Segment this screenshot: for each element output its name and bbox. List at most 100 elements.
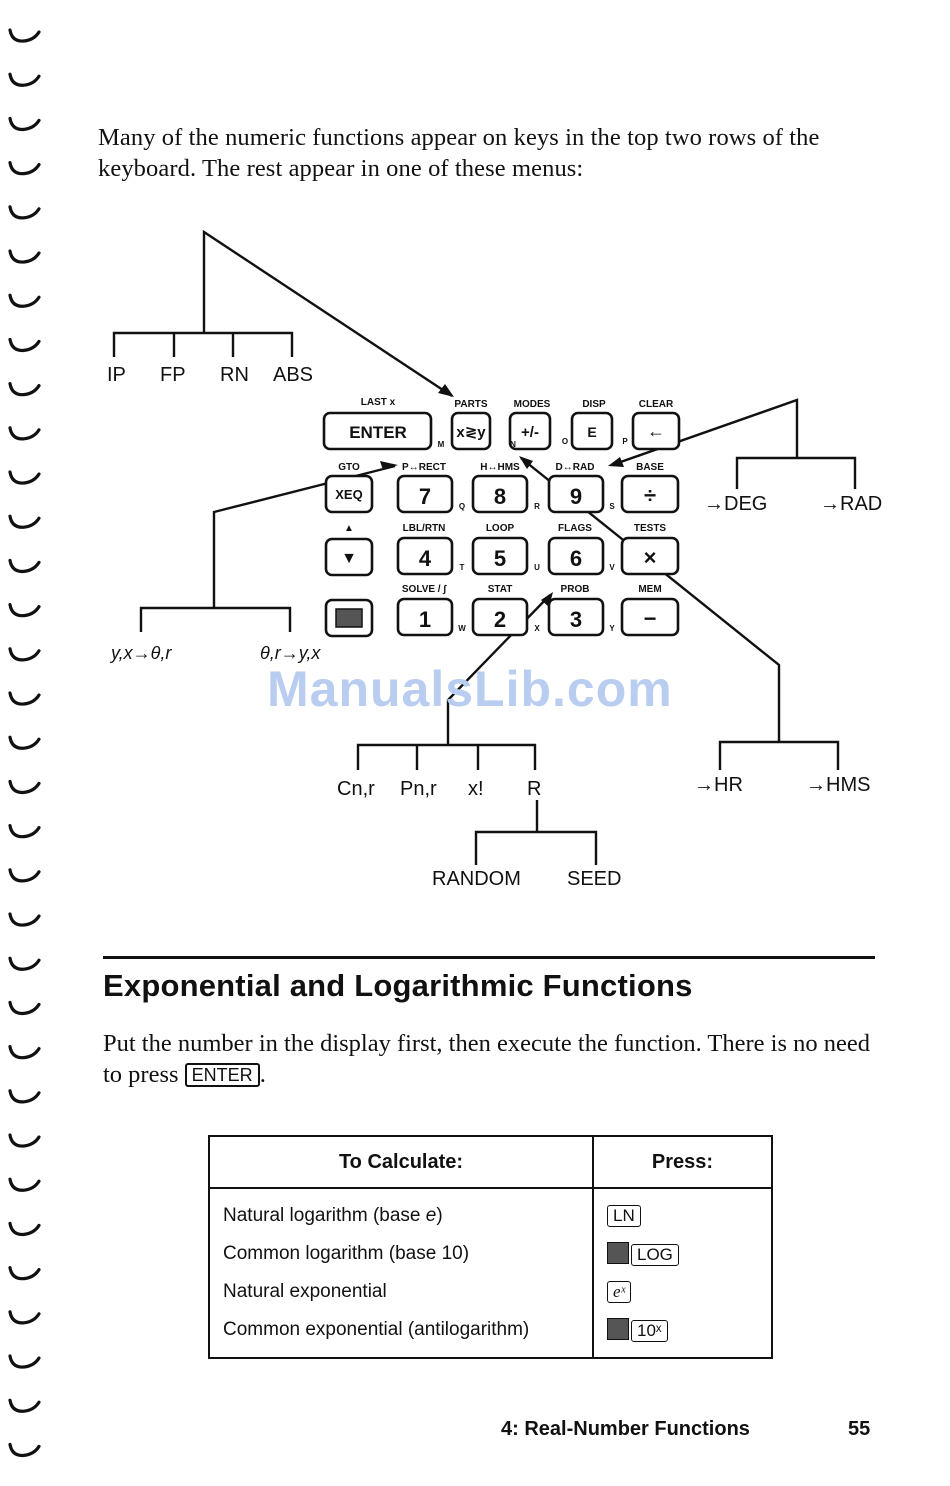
binding-ring (8, 205, 41, 220)
digit-key (547, 536, 605, 576)
binding-ring (8, 824, 41, 839)
menu-item-factorial: x! (468, 778, 484, 800)
shifted-label: TESTS (634, 523, 667, 534)
alpha-letter: M (438, 440, 445, 449)
binding-ring (8, 28, 41, 43)
shifted-label: LBL/RTN (403, 523, 446, 534)
menu-item-to-hms: →HMS (806, 774, 871, 796)
binding-ring (8, 161, 41, 176)
menu-item-seed: SEED (567, 868, 622, 890)
table-header-row: To Calculate: Press: (209, 1136, 772, 1189)
shifted-label: PARTS (454, 399, 487, 410)
parts-menu-bracket (112, 331, 294, 357)
shifted-label: PROB (561, 584, 590, 595)
enter-key (322, 411, 433, 451)
swap-key-label: x≷y (456, 424, 486, 441)
alpha-letter: T (460, 563, 465, 572)
alpha-letter: W (458, 624, 466, 633)
table-row: Common exponential (antilogarithm) 10ˣ (209, 1311, 772, 1358)
shifted-label: D↔RAD (556, 462, 595, 473)
binding-ring (8, 249, 41, 264)
section-paragraph: Put the number in the display first, the… (103, 1028, 878, 1090)
binding-ring (8, 735, 41, 750)
binding-ring (8, 1398, 41, 1413)
shifted-label: MEM (638, 584, 661, 595)
shifted-label: LOOP (486, 523, 515, 534)
digit-key (471, 597, 529, 637)
menu-item-to-deg: →DEG (704, 493, 768, 515)
menu-item-to-rad: →RAD (820, 493, 883, 515)
menu-item-fp: FP (160, 364, 186, 386)
menu-item-random-submenu: R (527, 778, 542, 800)
backspace-key (631, 411, 681, 451)
xeq-key-label: XEQ (335, 487, 362, 502)
drad-menu-bracket (735, 456, 857, 489)
random-menu-bracket (474, 830, 598, 865)
binding-ring (8, 1310, 41, 1325)
ten-power-key-symbol: 10ˣ (631, 1320, 668, 1342)
exponent-key-label: E (587, 424, 596, 440)
calc-cell: Common exponential (antilogarithm) (209, 1311, 594, 1358)
enter-key-symbol: ENTER (184, 1063, 260, 1087)
shift-key-fill (335, 608, 363, 628)
exp-key-symbol: eˣ (607, 1281, 632, 1303)
down-arrow-key-label: ▼ (341, 550, 357, 567)
binding-ring (8, 912, 41, 927)
down-arrow-key (324, 537, 374, 577)
menu-item-rect-to-polar: y,x→θ,r (111, 643, 172, 663)
footer-chapter: 4: Real-Number Functions (501, 1418, 750, 1440)
shifted-label: MODES (514, 399, 551, 410)
binding-ring (8, 470, 41, 485)
shifted-label: H↔HMS (480, 462, 520, 473)
binding-ring (8, 1266, 41, 1281)
alpha-letter: P (622, 437, 628, 446)
alpha-letter: X (534, 624, 540, 633)
exponent-key (570, 411, 614, 451)
alpha-letter: S (609, 502, 615, 511)
digit-key (471, 536, 529, 576)
binding-ring (8, 1089, 41, 1104)
log-key-symbol: LOG (631, 1244, 679, 1266)
binding-ring (8, 603, 41, 618)
digit-key-label: 6 (570, 546, 582, 571)
operator-key (620, 597, 680, 637)
shift-key-icon (607, 1318, 629, 1340)
menu-item-random: RANDOM (432, 868, 521, 890)
binding-ring (8, 1000, 41, 1016)
menu-item-to-hr: →HR (694, 774, 743, 796)
alpha-letter: Q (459, 502, 465, 511)
shift-key-icon (607, 1242, 629, 1264)
binding-ring (8, 956, 41, 971)
shifted-label: BASE (636, 462, 664, 473)
header-press: Press: (593, 1136, 772, 1189)
binding-ring (8, 779, 41, 795)
section-text: Put the number in the display first, the… (103, 1030, 871, 1088)
binding-ring (8, 647, 41, 662)
digit-key (396, 474, 454, 514)
calc-cell: Natural logarithm (base e) (209, 1188, 594, 1235)
operator-key (620, 536, 680, 576)
binding-ring (8, 514, 41, 529)
prect-menu-bracket (139, 606, 292, 632)
operator-key-label: ÷ (644, 483, 656, 508)
menu-item-polar-to-rect: θ,r→y,x (260, 643, 321, 663)
press-cell: LOG (593, 1235, 772, 1273)
table-row: Common logarithm (base 10) LOG (209, 1235, 772, 1273)
spiral-binding (8, 28, 41, 1458)
operator-key-label: − (644, 606, 657, 631)
shifted-label: LAST x (361, 397, 396, 408)
digit-key (396, 536, 454, 576)
menu-item-abs: ABS (273, 364, 314, 386)
shifted-label: FLAGS (558, 523, 592, 534)
menu-item-ip: IP (107, 364, 126, 386)
intro-paragraph: Many of the numeric functions appear on … (98, 124, 820, 182)
binding-ring (8, 337, 41, 353)
shifted-label: DISP (582, 399, 606, 410)
shifted-label: CLEAR (639, 399, 674, 410)
digit-key (471, 474, 529, 514)
change-sign-key-label: +/- (521, 424, 539, 441)
binding-ring (8, 691, 41, 706)
alpha-letter: V (609, 563, 615, 572)
binding-ring (8, 558, 41, 574)
